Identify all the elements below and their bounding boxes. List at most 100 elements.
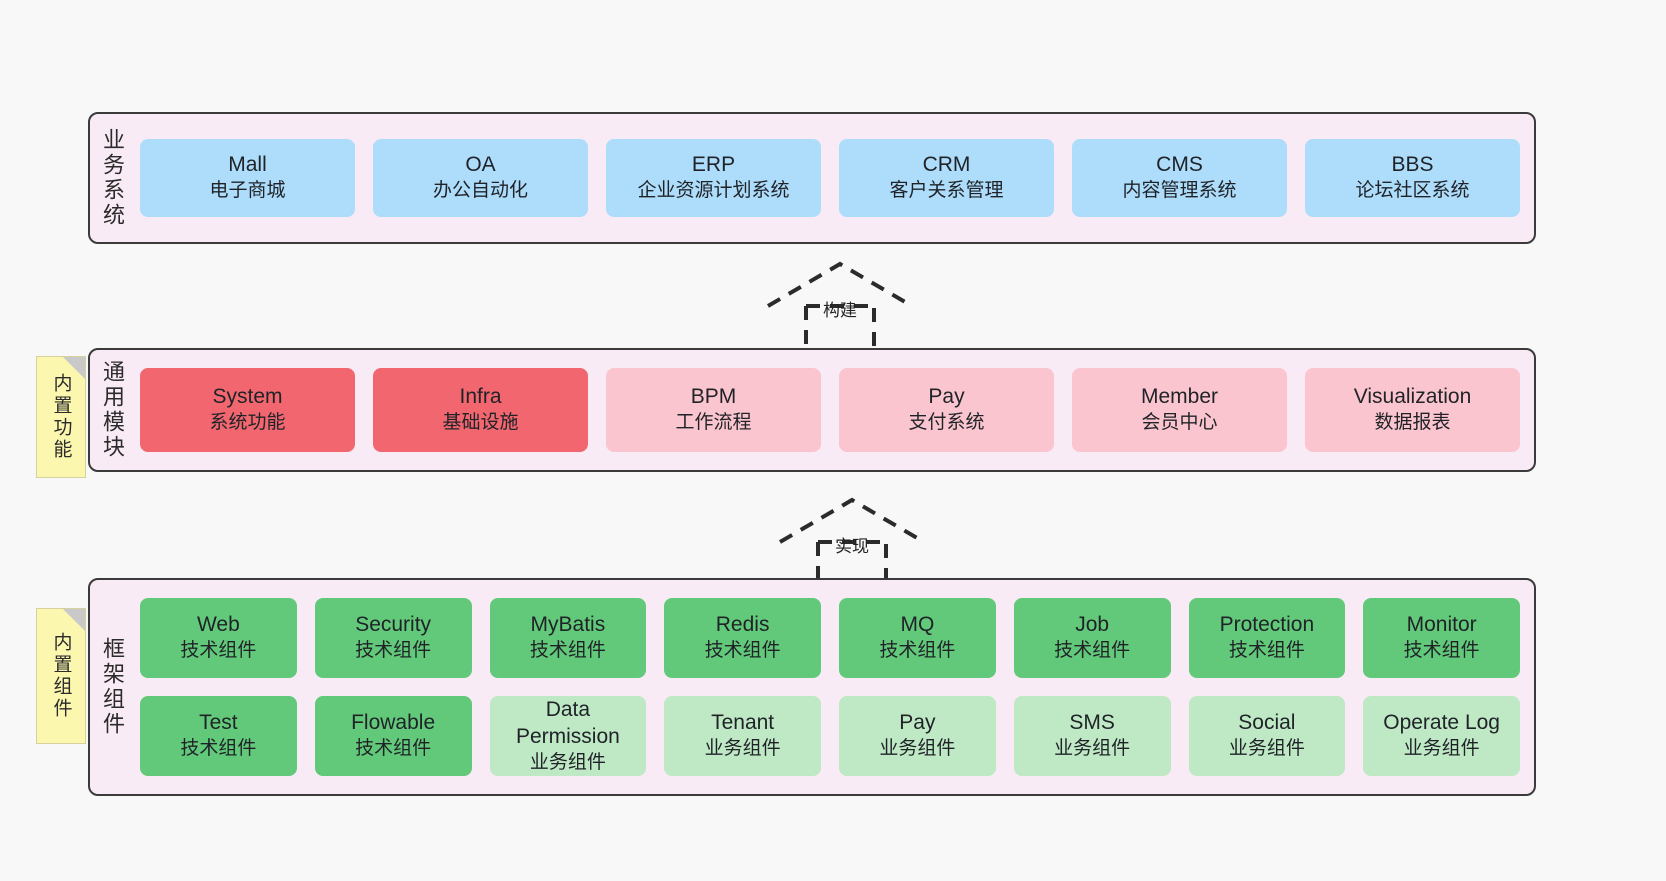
card-subtitle: 论坛社区系统 — [1355, 180, 1470, 202]
connector-build-label: 构建 — [823, 301, 857, 320]
card-subtitle: 业务组件 — [529, 751, 606, 773]
business-card-bbs[interactable]: BBS 论坛社区系统 — [1305, 139, 1520, 217]
card-title: MQ — [900, 613, 935, 637]
card-subtitle: 客户关系管理 — [889, 180, 1004, 202]
card-title: Protection — [1219, 613, 1315, 637]
card-subtitle: 业务组件 — [1403, 738, 1480, 760]
card-title: SMS — [1069, 711, 1115, 735]
framework-card-mybatis[interactable]: MyBatis 技术组件 — [489, 598, 647, 678]
card-title: Social — [1238, 711, 1296, 735]
card-subtitle: 技术组件 — [704, 640, 781, 662]
card-title: Security — [355, 613, 432, 637]
card-subtitle: 技术组件 — [1228, 640, 1305, 662]
framework-card-redis[interactable]: Redis 技术组件 — [664, 598, 821, 678]
card-title: OA — [465, 153, 496, 177]
note-builtin-features-text: 内置功能 — [50, 373, 72, 461]
layer-business-body: Mall 电子商城 OA 办公自动化 ERP 企业资源计划系统 CRM 客户关系管理 CMS 内容… — [134, 114, 1534, 242]
card-subtitle: 企业资源计划系统 — [637, 180, 790, 202]
card-subtitle: 技术组件 — [1403, 640, 1480, 662]
card-title: Redis — [715, 613, 770, 637]
card-subtitle: 业务组件 — [1054, 738, 1131, 760]
business-card-cms[interactable]: CMS 内容管理系统 — [1072, 139, 1287, 217]
framework-card-protection[interactable]: Protection 技术组件 — [1188, 598, 1346, 678]
card-subtitle: 工作流程 — [675, 412, 752, 434]
framework-card-mq[interactable]: MQ 技术组件 — [839, 598, 996, 678]
layer-modules-label: 通用模块 — [100, 360, 125, 460]
framework-card-tenant[interactable]: Tenant 业务组件 — [664, 696, 821, 776]
card-title: MyBatis — [530, 613, 606, 637]
card-subtitle: 数据报表 — [1374, 412, 1451, 434]
card-subtitle: 技术组件 — [180, 640, 257, 662]
module-card-visualization[interactable]: Visualization 数据报表 — [1305, 368, 1520, 452]
connector-build: 构建 — [760, 258, 920, 354]
card-subtitle: 技术组件 — [1054, 640, 1131, 662]
card-title: CMS — [1156, 153, 1203, 177]
note-builtin-components-text: 内置组件 — [50, 632, 72, 720]
card-subtitle: 系统功能 — [209, 412, 286, 434]
card-title: Monitor — [1406, 613, 1477, 637]
card-title: CRM — [922, 153, 971, 177]
card-subtitle: 办公自动化 — [432, 180, 528, 202]
card-title: BPM — [690, 385, 737, 409]
card-title: Pay — [928, 385, 965, 409]
card-subtitle: 电子商城 — [209, 180, 286, 202]
card-title: Web — [196, 613, 240, 637]
module-card-bpm[interactable]: BPM 工作流程 — [606, 368, 821, 452]
card-subtitle: 技术组件 — [355, 640, 432, 662]
card-subtitle: 技术组件 — [879, 640, 956, 662]
note-builtin-features: 内置功能 — [36, 356, 86, 478]
card-subtitle: 支付系统 — [908, 412, 985, 434]
card-title: Visualization — [1353, 385, 1472, 409]
card-subtitle: 技术组件 — [355, 738, 432, 760]
card-subtitle: 内容管理系统 — [1122, 180, 1237, 202]
card-title: System — [212, 385, 283, 409]
card-subtitle: 技术组件 — [529, 640, 606, 662]
card-title: Member — [1140, 385, 1219, 409]
framework-card-social[interactable]: Social 业务组件 — [1188, 696, 1346, 776]
card-subtitle: 业务组件 — [1228, 738, 1305, 760]
connector-implement: 实现 — [772, 494, 932, 590]
business-card-crm[interactable]: CRM 客户关系管理 — [839, 139, 1054, 217]
business-card-row: Mall 电子商城 OA 办公自动化 ERP 企业资源计划系统 CRM 客户关系管理 CMS 内容… — [140, 139, 1520, 217]
note-builtin-components: 内置组件 — [36, 608, 86, 744]
card-title: Tenant — [711, 711, 775, 735]
framework-card-web[interactable]: Web 技术组件 — [140, 598, 297, 678]
card-title: BBS — [1391, 153, 1434, 177]
framework-card-monitor[interactable]: Monitor 技术组件 — [1363, 598, 1520, 678]
card-title: Mall — [228, 153, 267, 177]
business-card-mall[interactable]: Mall 电子商城 — [140, 139, 355, 217]
business-card-erp[interactable]: ERP 企业资源计划系统 — [606, 139, 821, 217]
card-title: Infra — [459, 385, 502, 409]
connector-implement-label: 实现 — [835, 537, 869, 556]
card-title: Data Permission — [515, 697, 620, 748]
card-title: Pay — [899, 711, 936, 735]
layer-framework-label: 框架组件 — [100, 637, 125, 737]
framework-card-sms[interactable]: SMS 业务组件 — [1013, 696, 1171, 776]
card-title: Test — [199, 711, 238, 735]
card-title: Job — [1075, 613, 1110, 637]
card-title: ERP — [691, 153, 736, 177]
framework-card-data-permission[interactable]: Data Permission 业务组件 — [489, 696, 647, 776]
module-card-pay[interactable]: Pay 支付系统 — [839, 368, 1054, 452]
business-card-oa[interactable]: OA 办公自动化 — [373, 139, 588, 217]
framework-card-job[interactable]: Job 技术组件 — [1013, 598, 1171, 678]
card-subtitle: 业务组件 — [704, 738, 781, 760]
module-card-system[interactable]: System 系统功能 — [140, 368, 355, 452]
framework-card-security[interactable]: Security 技术组件 — [314, 598, 472, 678]
